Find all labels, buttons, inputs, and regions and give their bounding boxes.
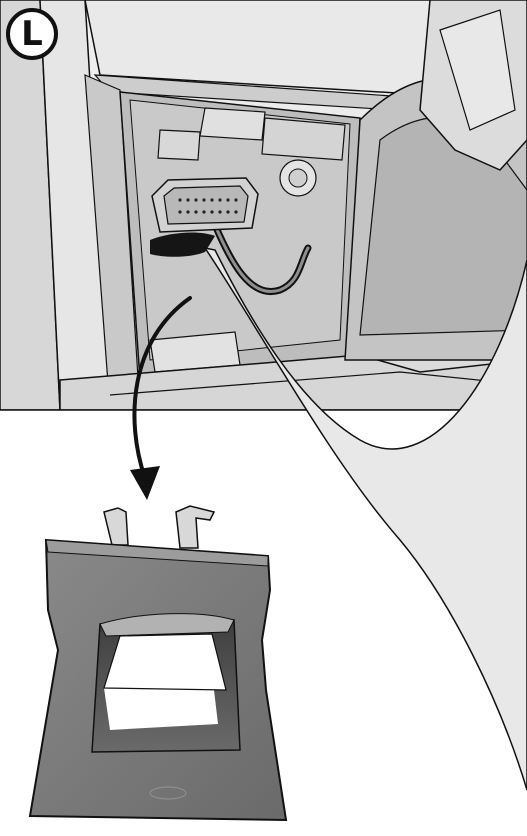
step-badge: L xyxy=(6,8,58,60)
dashboard-scene xyxy=(0,0,527,410)
access-cover-icon xyxy=(30,506,286,820)
step-label: L xyxy=(21,17,43,51)
